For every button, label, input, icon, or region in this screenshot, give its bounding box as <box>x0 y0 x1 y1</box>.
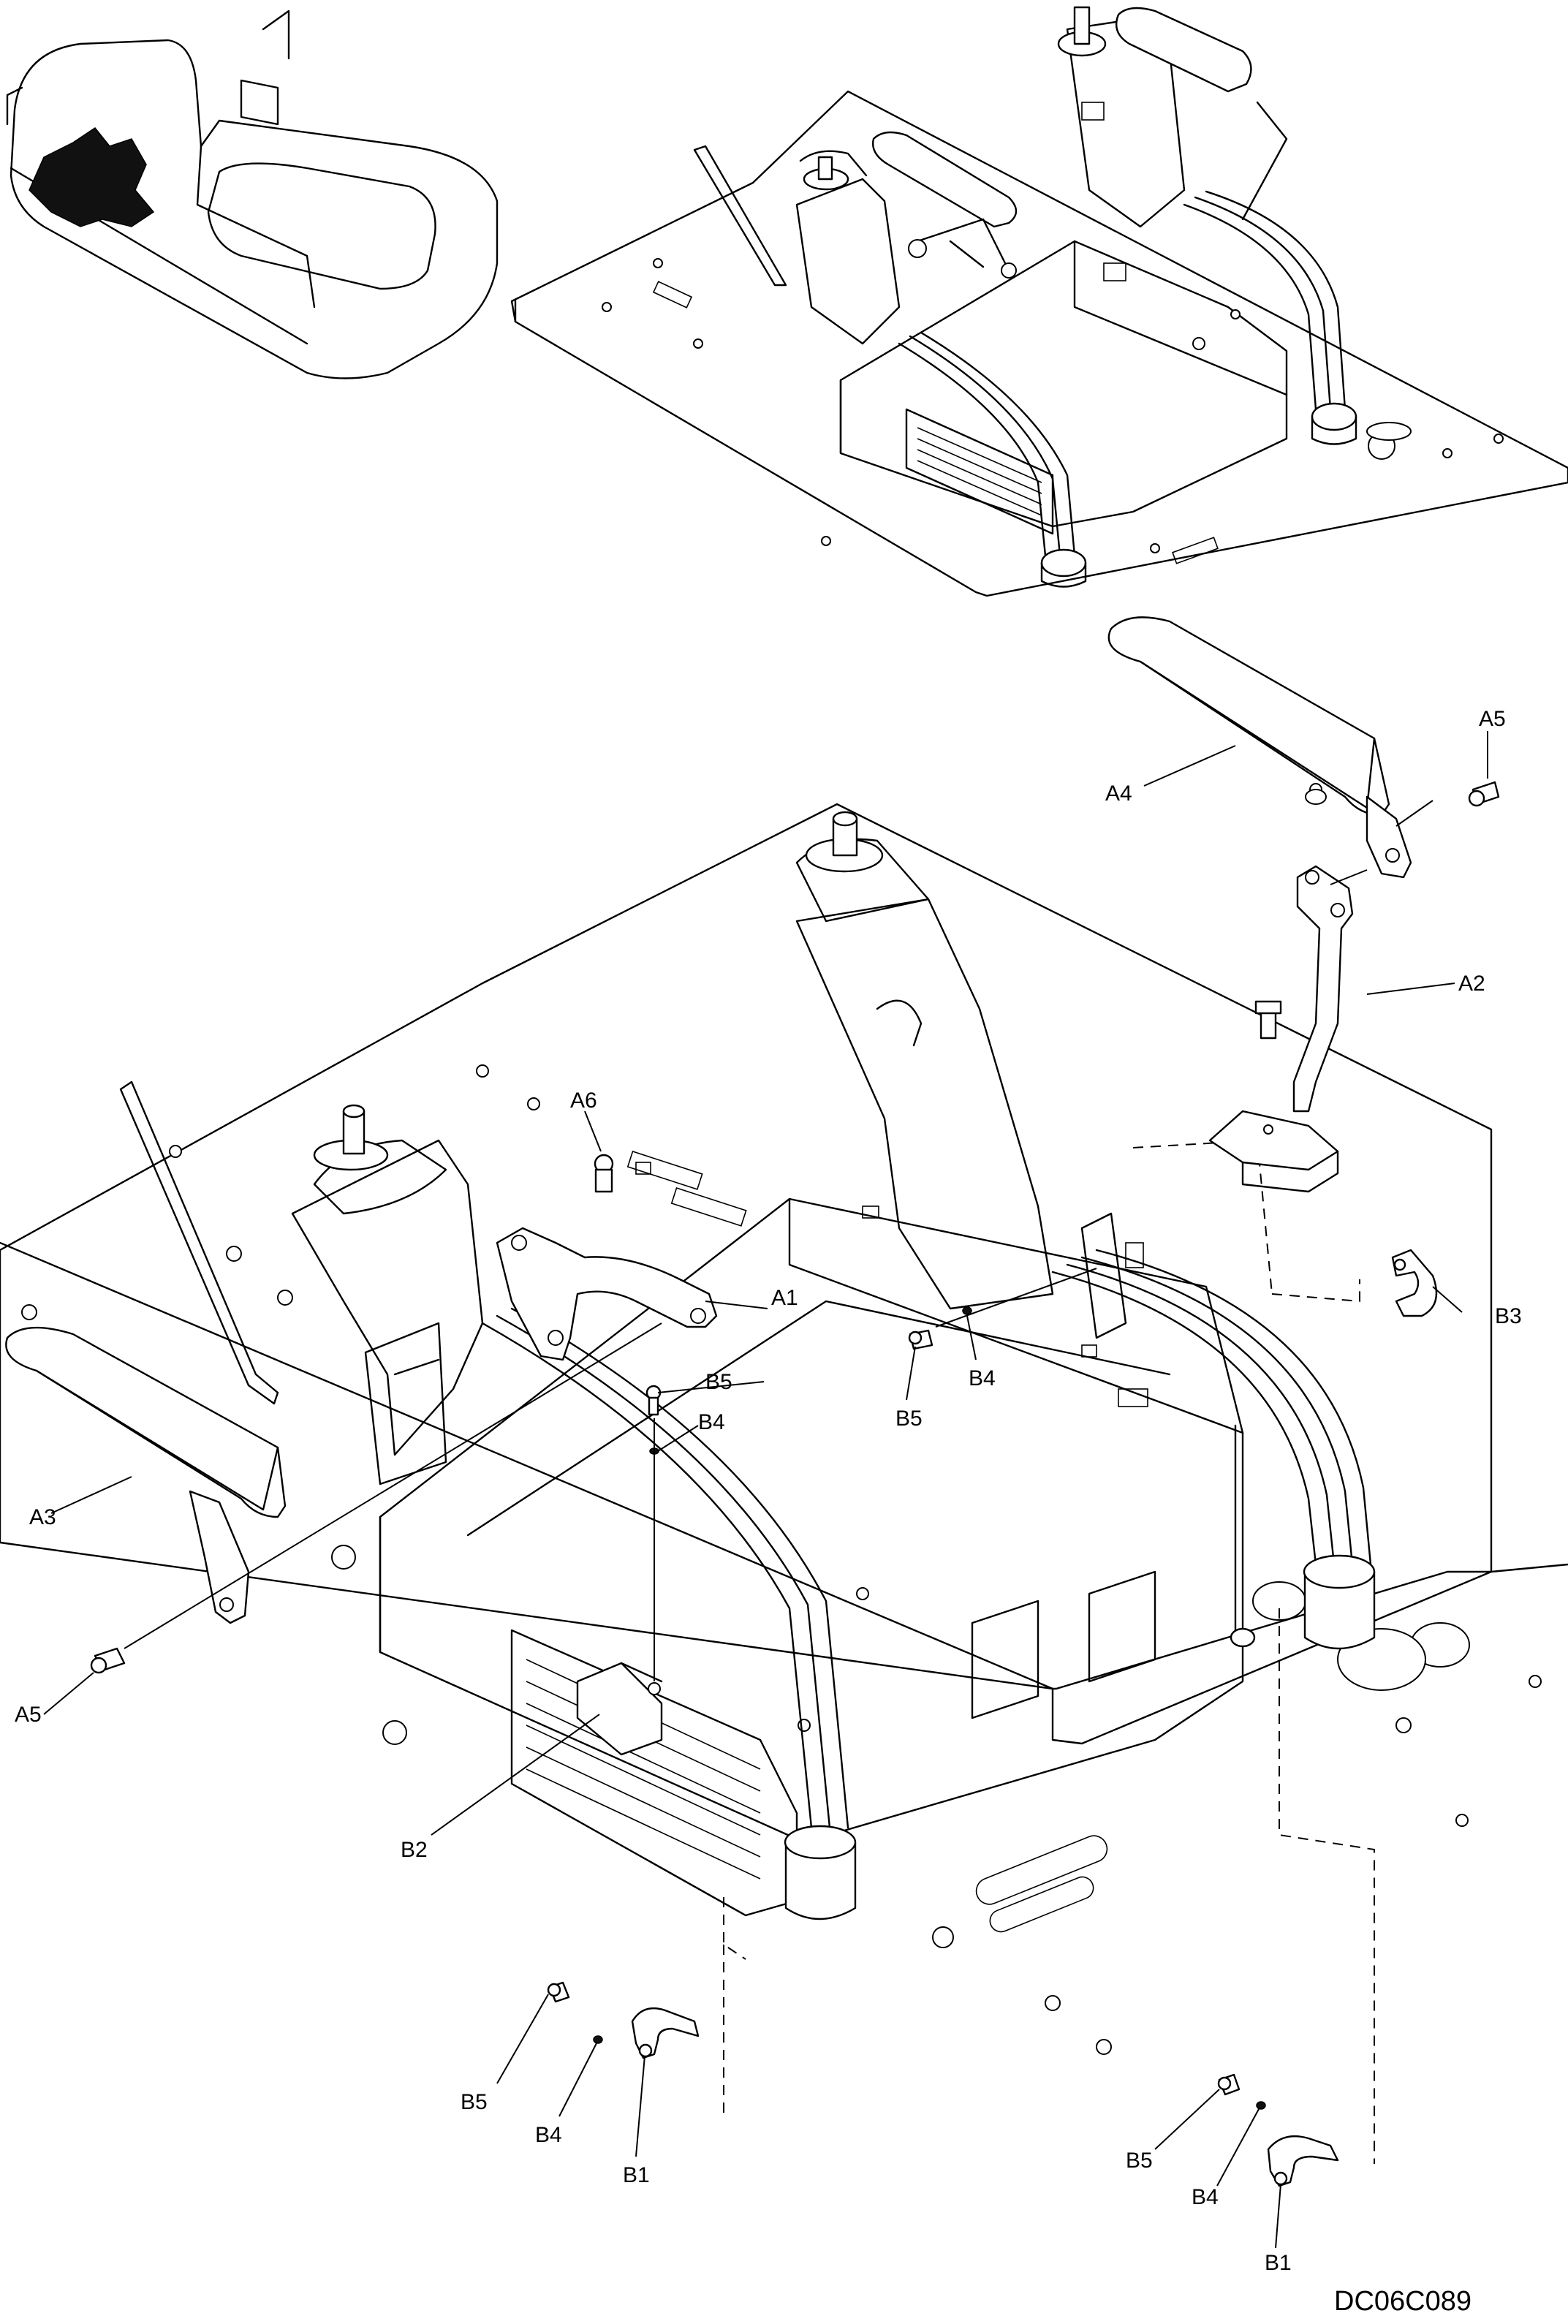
label-b4-center: B4 <box>698 1410 725 1434</box>
label-b5-left: B5 <box>461 2090 488 2114</box>
label-b3: B3 <box>1495 1304 1522 1328</box>
label-b2: B2 <box>401 1838 428 1862</box>
label-b4-left: B4 <box>535 2123 562 2147</box>
label-a5-left: A5 <box>15 1703 42 1727</box>
exploded-view <box>0 616 1568 2187</box>
label-leaders <box>43 731 1488 2249</box>
label-b4-right: B4 <box>1192 2185 1219 2209</box>
label-b1-left: B1 <box>623 2163 650 2187</box>
assembled-console-view <box>510 6 1568 597</box>
label-b5-center: B5 <box>705 1370 732 1394</box>
label-a4: A4 <box>1105 781 1132 806</box>
label-a5-right: A5 <box>1479 707 1506 731</box>
label-b5-upper: B5 <box>895 1407 923 1431</box>
label-a6: A6 <box>570 1089 597 1113</box>
drawing-code: DC06C089 <box>1334 2286 1472 2317</box>
label-a1: A1 <box>771 1286 798 1310</box>
overview-seat-sketch <box>6 10 499 379</box>
part-labels: A4 A5 A2 A1 A6 B5 B4 B4 B5 B3 A3 A5 B2 B… <box>15 707 1522 2275</box>
label-b4-upper: B4 <box>969 1366 996 1390</box>
label-a3: A3 <box>29 1505 56 1529</box>
label-a2: A2 <box>1458 972 1485 996</box>
label-b5-right: B5 <box>1126 2149 1153 2173</box>
label-b1-right: B1 <box>1265 2251 1292 2275</box>
